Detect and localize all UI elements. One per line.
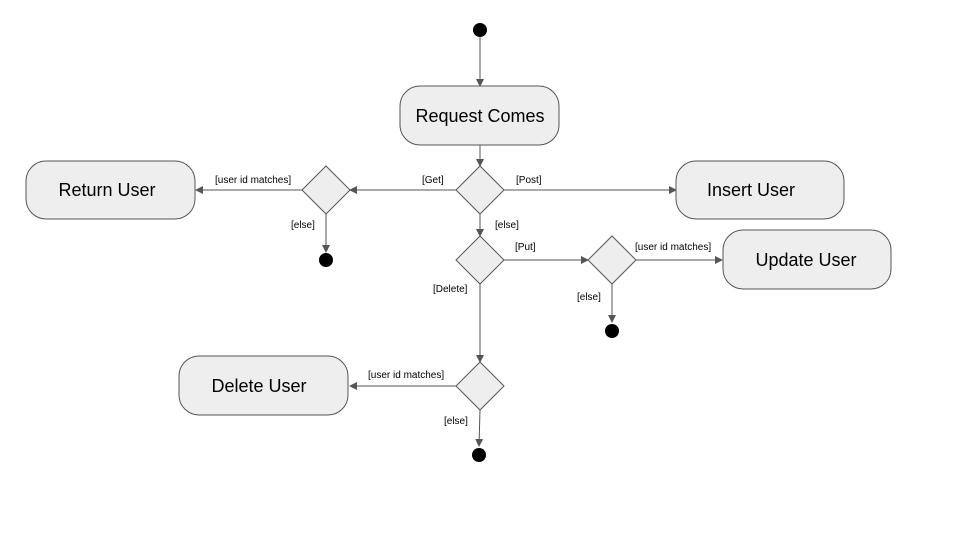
node-delete-user: Delete User [178,355,349,416]
edge-label-put: [Put] [515,242,536,253]
decision-get-user-id [301,165,351,215]
node-insert-user: Insert User [675,160,845,220]
node-request-comes: Request Comes [399,85,560,146]
decision-put-user-id [587,235,637,285]
edge-label-else-main: [else] [495,220,519,231]
end-node-delete [472,448,486,462]
edge-label-get-else: [else] [291,220,315,231]
node-label: Insert User [707,180,795,200]
edge-label-delete-match: [user id matches] [368,370,444,381]
edge-label-get-match: [user id matches] [215,175,291,186]
node-label: Delete User [211,376,306,396]
decision-put-delete [455,235,505,285]
edge-delete-else [475,409,484,447]
edge-label-put-match: [user id matches] [635,242,711,253]
end-node-get [319,253,333,267]
start-node [473,23,487,37]
edge-label-delete: [Delete] [433,284,468,295]
end-node-put [605,324,619,338]
edge-label-delete-else: [else] [444,416,468,427]
decision-method [455,165,505,215]
node-update-user: Update User [722,229,892,290]
node-return-user: Return User [25,160,196,220]
edge-label-put-else: [else] [577,292,601,303]
edge-label-post: [Post] [516,175,542,186]
decision-delete-user-id [455,361,505,411]
edge-label-get: [Get] [422,175,444,186]
node-label: Return User [58,180,155,200]
node-label: Update User [755,250,856,270]
node-label: Request Comes [415,106,544,126]
edges [195,37,723,447]
